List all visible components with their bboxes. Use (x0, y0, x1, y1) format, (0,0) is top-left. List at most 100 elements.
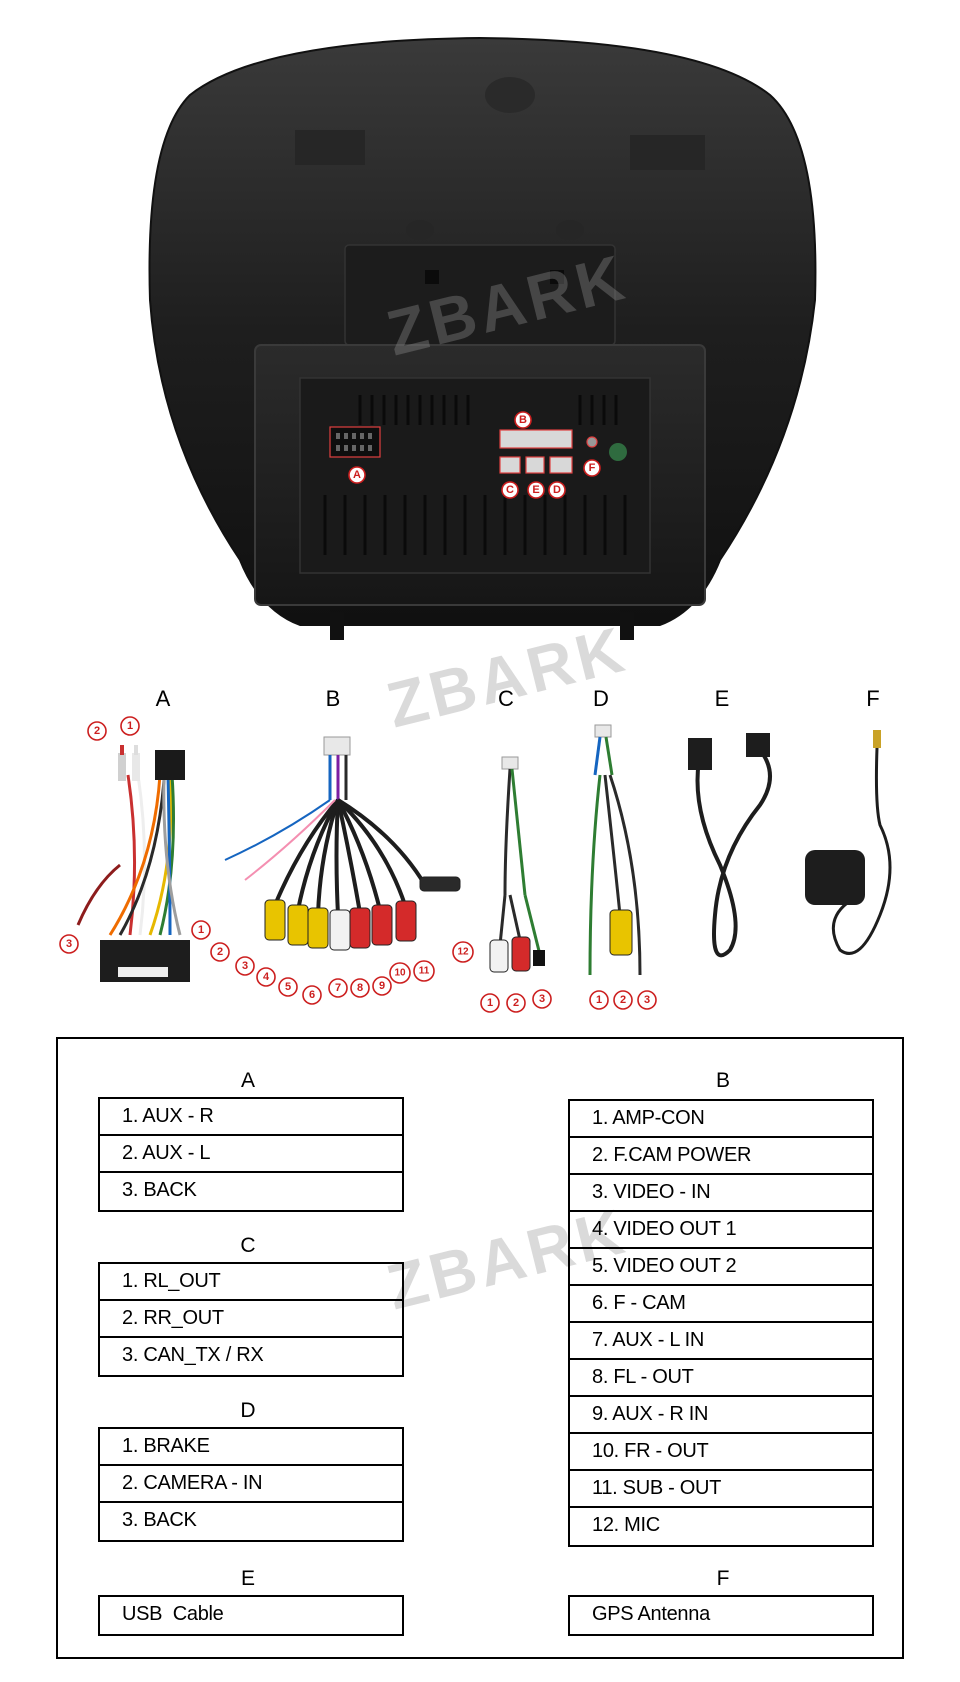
port-d-connector (549, 456, 573, 474)
svg-text:9: 9 (379, 980, 385, 992)
wiring-legend-box: A 1. AUX - R 2. AUX - L 3. BACK C 1. RL_… (56, 1037, 904, 1659)
pin-a-1: 1 (120, 716, 140, 736)
port-label-a: A (348, 466, 366, 484)
pin-d-3: 3 (637, 990, 657, 1010)
legend-c-row-2: 2. RR_OUT (100, 1301, 402, 1338)
pin-b-3: 3 (235, 956, 255, 976)
pin-c-1: 1 (480, 993, 500, 1013)
legend-b-row-8: 8. FL - OUT (570, 1360, 872, 1397)
legend-c-row-3: 3. CAN_TX / RX (122, 1344, 264, 1366)
legend-f-title: F (716, 1567, 730, 1590)
cable-e-usb (688, 733, 772, 958)
legend-d-row-3: 3. BACK (122, 1509, 197, 1531)
legend-c-title: C (240, 1234, 256, 1257)
legend-e-title: E (240, 1567, 255, 1590)
pin-a-3: 3 (59, 934, 79, 954)
pin-b-8: 8 (350, 978, 370, 998)
svg-text:11: 11 (419, 966, 430, 977)
legend-f-table: GPS Antenna (568, 1595, 874, 1636)
svg-text:2: 2 (620, 994, 626, 1006)
svg-text:7: 7 (335, 982, 341, 994)
legend-b-title: B (715, 1069, 730, 1092)
pin-b-9: 9 (372, 976, 392, 996)
cables-illustration (76, 724, 892, 982)
legend-f-row-1: GPS Antenna (592, 1603, 710, 1625)
top-bracket (344, 244, 616, 346)
cable-label-c: C (498, 686, 514, 711)
svg-text:E: E (532, 484, 539, 496)
svg-text:1: 1 (596, 994, 602, 1006)
legend-b-row-11: 11. SUB - OUT (570, 1471, 872, 1508)
svg-text:C: C (506, 484, 514, 496)
pin-d-2: 2 (613, 990, 633, 1010)
pin-b-4: 4 (256, 967, 276, 987)
svg-text:F: F (589, 462, 596, 474)
svg-text:2: 2 (217, 946, 223, 958)
svg-text:D: D (553, 484, 561, 496)
svg-text:12: 12 (457, 947, 469, 958)
svg-text:3: 3 (242, 960, 248, 972)
port-label-d: D (548, 481, 566, 499)
legend-b-row-3: 3. VIDEO - IN (570, 1175, 872, 1212)
legend-b-row-1: 1. AMP-CON (570, 1101, 872, 1138)
svg-text:1: 1 (127, 720, 133, 732)
legend-b-table: 1. AMP-CON 2. F.CAM POWER 3. VIDEO - IN … (568, 1099, 874, 1547)
cable-f-gps (805, 730, 892, 955)
svg-text:1: 1 (487, 997, 493, 1009)
cable-d-harness (588, 724, 642, 976)
legend-e-table: USB Cable (98, 1595, 404, 1636)
legend-d-table: 1. BRAKE 2. CAMERA - IN 3. BACK (98, 1427, 404, 1542)
pin-c-3: 3 (532, 989, 552, 1009)
pin-b-5: 5 (278, 977, 298, 997)
port-b-connector (499, 429, 573, 449)
cable-a-harness (76, 745, 190, 982)
svg-text:4: 4 (263, 971, 270, 983)
head-unit-rear-view: A B C E D F (148, 36, 817, 640)
svg-text:1: 1 (198, 924, 204, 936)
cable-label-e: E (714, 686, 730, 711)
legend-b-row-5: 5. VIDEO OUT 2 (570, 1249, 872, 1286)
svg-text:B: B (519, 414, 527, 426)
port-label-b: B (514, 411, 532, 429)
legend-a-row-2: 2. AUX - L (100, 1136, 402, 1173)
cable-label-b: B (325, 686, 341, 711)
svg-text:3: 3 (644, 994, 650, 1006)
port-a-connector (329, 426, 381, 458)
port-label-c: C (501, 481, 519, 499)
svg-text:8: 8 (357, 982, 363, 994)
legend-d-row-1: 1. BRAKE (100, 1429, 402, 1466)
pin-a-2: 2 (87, 721, 107, 741)
legend-a-row-3: 3. BACK (122, 1179, 197, 1201)
pin-b-7: 7 (328, 978, 348, 998)
legend-c-row-1: 1. RL_OUT (100, 1264, 402, 1301)
svg-text:6: 6 (309, 989, 315, 1001)
legend-d-title: D (240, 1399, 256, 1422)
legend-d-row-2: 2. CAMERA - IN (100, 1466, 402, 1503)
cable-label-a: A (155, 686, 171, 711)
port-label-e: E (527, 481, 545, 499)
cable-b-rca-fanout (224, 736, 461, 951)
legend-b-row-6: 6. F - CAM (570, 1286, 872, 1323)
cable-c-harness (489, 756, 545, 973)
pin-b-1: 1 (191, 920, 211, 940)
pin-number-bubbles: 2 1 3 1 2 3 4 5 6 7 8 9 10 11 12 1 2 3 1… (59, 716, 657, 1013)
legend-c-table: 1. RL_OUT 2. RR_OUT 3. CAN_TX / RX (98, 1262, 404, 1377)
svg-text:2: 2 (94, 725, 100, 737)
svg-text:10: 10 (394, 968, 406, 979)
legend-b-row-10: 10. FR - OUT (570, 1434, 872, 1471)
pin-b-10: 10 (389, 962, 411, 984)
legend-b-row-9: 9. AUX - R IN (570, 1397, 872, 1434)
pin-b-2: 2 (210, 942, 230, 962)
pin-d-1: 1 (589, 990, 609, 1010)
svg-text:5: 5 (285, 981, 291, 993)
svg-text:3: 3 (66, 938, 72, 950)
cable-label-d: D (593, 686, 609, 711)
pin-b-12: 12 (452, 941, 474, 963)
pin-b-11: 11 (413, 960, 435, 982)
legend-a-title: A (240, 1069, 255, 1092)
port-label-f: F (583, 459, 601, 477)
legend-a-table: 1. AUX - R 2. AUX - L 3. BACK (98, 1097, 404, 1212)
svg-text:A: A (353, 469, 361, 481)
legend-b-row-7: 7. AUX - L IN (570, 1323, 872, 1360)
pin-c-2: 2 (506, 993, 526, 1013)
